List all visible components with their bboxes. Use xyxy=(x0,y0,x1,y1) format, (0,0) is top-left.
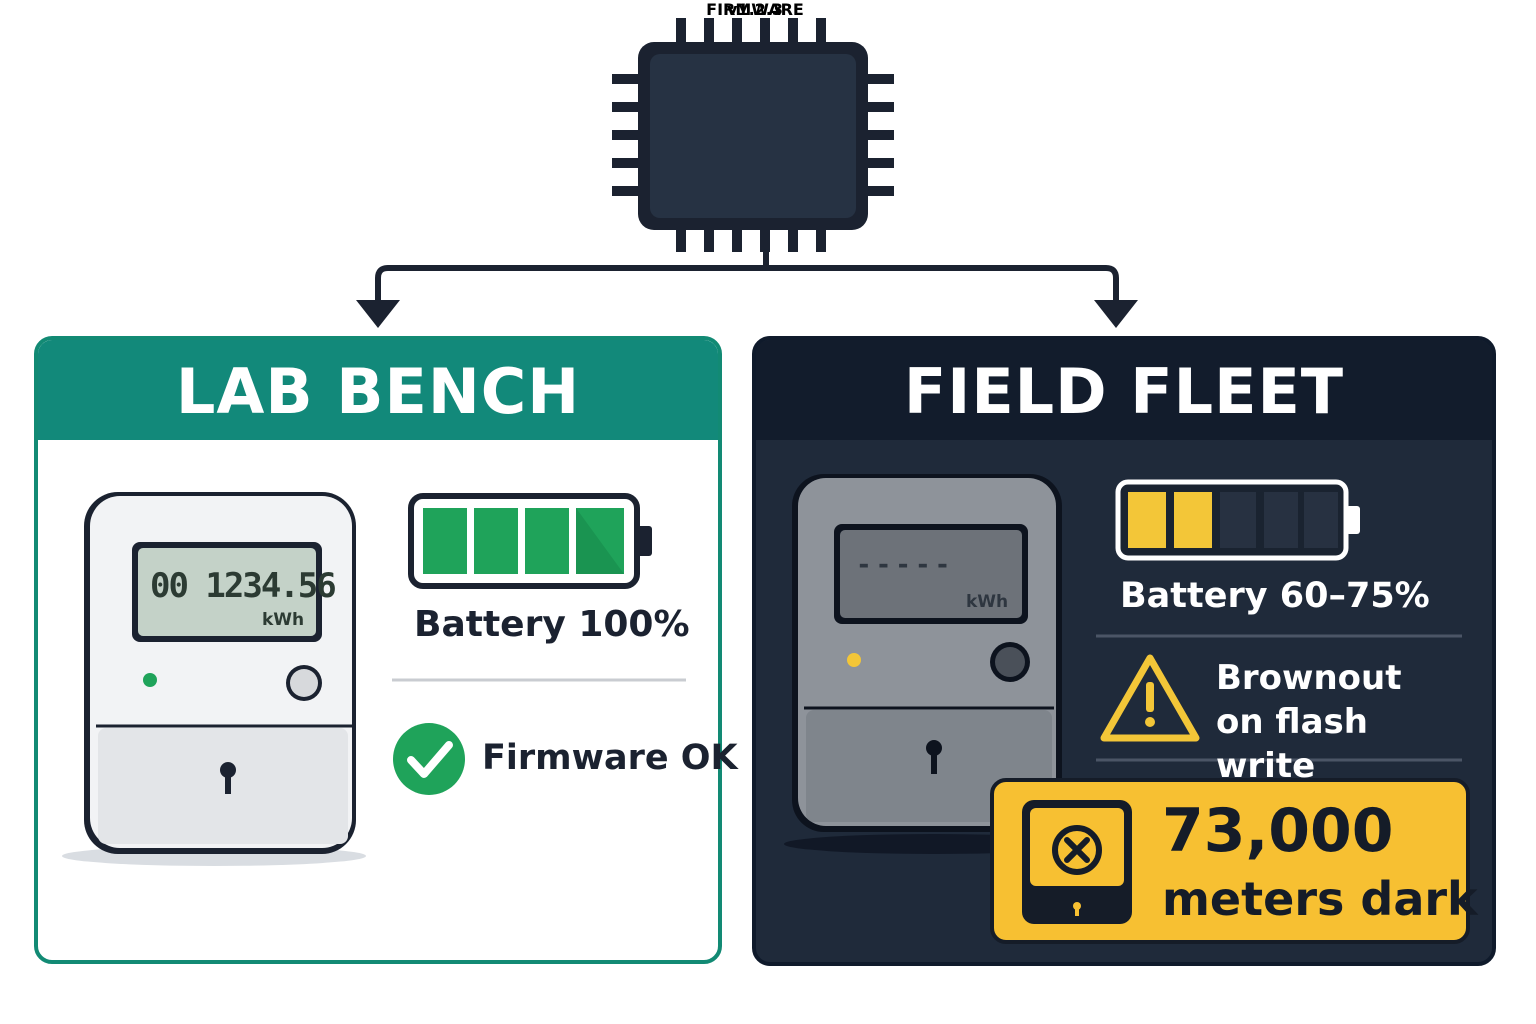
branch-connector xyxy=(375,249,1119,315)
arrow-right xyxy=(1094,300,1138,328)
check-circle-icon xyxy=(393,723,465,795)
warning-triangle-icon xyxy=(1100,654,1200,742)
arrow-left xyxy=(356,300,400,328)
keyhole-icon xyxy=(926,740,942,774)
lab-panel-title: LAB BENCH xyxy=(38,340,718,440)
alert-count: 73,000 xyxy=(1162,796,1394,866)
field-meter-unit: kWh xyxy=(966,592,1009,612)
field-panel-title: FIELD FLEET xyxy=(756,340,1492,440)
lab-meter-reading: 00 1234.56 xyxy=(150,566,337,606)
chip-title: FIRMWARE xyxy=(706,0,804,19)
lab-battery-label: Battery 100% xyxy=(414,604,690,645)
lab-status-label: Firmware OK xyxy=(482,738,738,778)
alert-text: meters dark xyxy=(1162,872,1478,926)
keyhole-icon xyxy=(220,762,236,794)
field-battery-label: Battery 60–75% xyxy=(1120,576,1430,616)
field-meter-reading: ----- xyxy=(856,550,955,580)
chip-version: v1.2.3 xyxy=(727,0,783,19)
lab-meter xyxy=(62,492,366,866)
battery-icon xyxy=(408,493,652,589)
chip-icon xyxy=(612,18,894,252)
field-warning-label: Brownout on flash write xyxy=(1216,658,1402,786)
lab-meter-unit: kWh xyxy=(262,610,305,630)
battery-icon xyxy=(1115,479,1360,561)
